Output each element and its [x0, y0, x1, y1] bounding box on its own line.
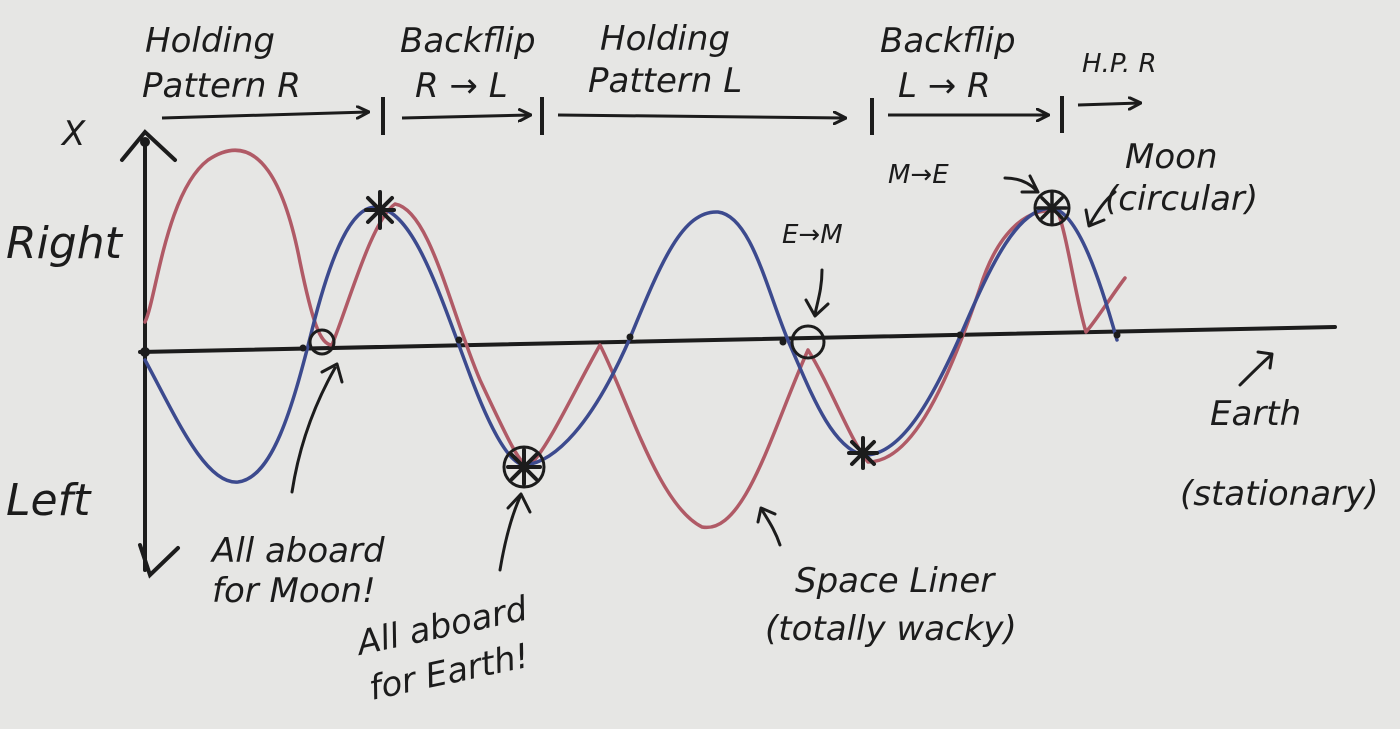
rendezvous-star-2: [847, 436, 879, 470]
markers: [299, 189, 1121, 489]
phase-arrow-1: [161, 112, 368, 120]
phase-arrow-2: [401, 115, 530, 118]
moon-line2: (circular): [1105, 179, 1258, 219]
m-to-e-pointer: [1003, 176, 1038, 192]
phase-arrow-5: [1077, 103, 1140, 105]
moon-curve: [143, 205, 1119, 484]
phase-5-label: H.P. R: [1082, 49, 1157, 79]
moon-pointer-head: [1084, 208, 1106, 228]
space-liner-pointer: [760, 508, 782, 547]
moon-boarding-circle: [308, 328, 336, 356]
rendezvous-star-1: [364, 190, 396, 230]
moon-boarding-line2: for Moon!: [212, 571, 376, 611]
e-to-m-pointer: [813, 268, 824, 316]
moon-line1: Moon: [1125, 137, 1218, 177]
earth-line2: (stationary): [1180, 474, 1378, 514]
phase-3-line2: Pattern L: [588, 61, 742, 101]
phase-labels: Holding Pattern R Backflip R → L Holding…: [142, 19, 1157, 106]
space-liner-pointer-head: [756, 506, 777, 524]
earth-pointer: [1238, 354, 1272, 387]
space-liner-line1: Space Liner: [795, 561, 996, 601]
crossing-dot-1: [299, 344, 307, 352]
axis-down-arrow: [138, 543, 180, 579]
phase-3-line1: Holding: [600, 19, 730, 59]
crossing-dot-2: [455, 336, 463, 344]
pointer-arrows: [290, 174, 1274, 572]
m-to-e-pointer-head: [1020, 174, 1040, 194]
moon-boarding-pointer: [290, 366, 337, 494]
axis-up-arrow: [120, 129, 177, 162]
earth-boarding-pointer-head: [506, 492, 532, 514]
axis-top-dot: [140, 137, 150, 147]
crossing-dot-3: [626, 333, 634, 341]
crossing-dot-6: [1113, 331, 1121, 339]
earth-pointer-head: [1256, 350, 1274, 370]
earth-boarding-pointer: [498, 495, 522, 572]
phase-2-line1: Backflip: [400, 21, 536, 61]
left-label: Left: [6, 475, 92, 526]
e-to-m-pointer-head: [804, 298, 830, 318]
crossing-dot-4: [779, 338, 787, 346]
m-to-e-marker: [1033, 189, 1071, 227]
moon-boarding-line1: All aboard: [210, 531, 385, 571]
moon-boarding-pointer-head: [320, 362, 344, 384]
phase-4-line1: Backflip: [880, 21, 1016, 61]
right-label: Right: [6, 218, 124, 269]
phase-2-line2: R → L: [415, 66, 508, 106]
earth-line1: Earth: [1210, 394, 1301, 434]
space-liner-line2: (totally wacky): [765, 609, 1017, 649]
m-to-e-label: M→E: [888, 160, 949, 190]
phase-4-line2: L → R: [898, 66, 991, 106]
earth-boarding-marker: [502, 445, 546, 489]
phase-1-line1: Holding: [145, 21, 275, 61]
e-to-m-label: E→M: [782, 220, 843, 250]
phase-1-line2: Pattern R: [142, 66, 301, 106]
e-to-m-circle: [790, 324, 826, 360]
phase-arrow-3: [557, 115, 845, 118]
axes: [120, 129, 1337, 579]
earth-baseline: [138, 325, 1337, 354]
origin-dot: [140, 347, 150, 357]
crossing-dot-5: [956, 331, 964, 339]
x-axis-label: X: [60, 114, 86, 154]
phase-arrows: [161, 96, 1140, 135]
moon-pointer: [1088, 190, 1117, 226]
space-liner-curve: [143, 148, 1127, 529]
